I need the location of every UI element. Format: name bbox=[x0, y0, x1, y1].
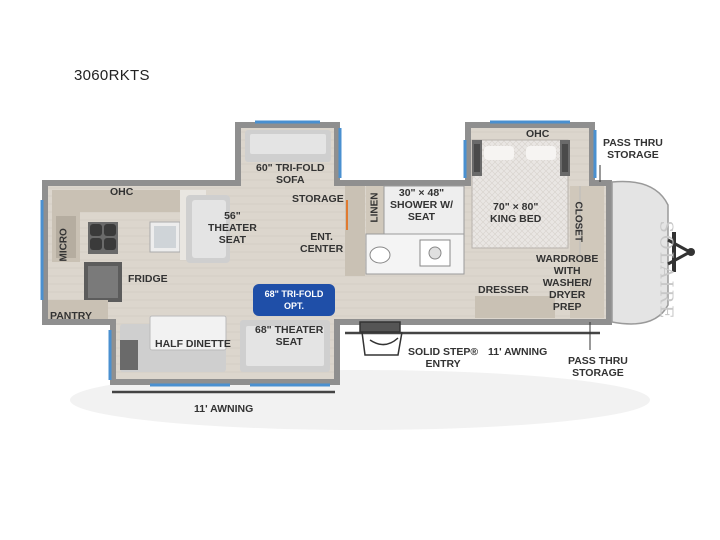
label-storage: STORAGE bbox=[292, 193, 344, 205]
theater-68-line2: SEAT bbox=[275, 336, 303, 348]
opt-line2: OPT. bbox=[283, 301, 304, 311]
label-wardrobe: WARDROBE WITH WASHER/ DRYER PREP bbox=[536, 253, 598, 313]
wardrobe-line4: DRYER bbox=[549, 289, 586, 301]
pass-thru-bottom-line1: PASS THRU bbox=[568, 355, 628, 367]
opt-line1: 68" TRI-FOLD bbox=[264, 289, 324, 299]
dresser bbox=[475, 296, 555, 318]
label-linen: LINEN bbox=[369, 192, 381, 223]
bathroom bbox=[365, 185, 465, 275]
theater-56-line3: SEAT bbox=[218, 234, 247, 246]
bed-line1: 70" × 80" bbox=[493, 201, 539, 213]
ent-center bbox=[345, 186, 365, 276]
label-dresser: DRESSER bbox=[478, 284, 529, 296]
theater-seat-56 bbox=[186, 195, 230, 263]
wardrobe-line5: PREP bbox=[552, 301, 582, 313]
ent-line1: ENT. bbox=[310, 231, 333, 243]
brand-logo: SOLAIRE bbox=[655, 220, 677, 321]
wardrobe-line3: WASHER/ bbox=[542, 277, 592, 289]
model-name: 3060RKTS bbox=[74, 67, 150, 84]
pass-thru-top-line2: STORAGE bbox=[607, 149, 659, 161]
tri-fold-option-badge: 68" TRI-FOLD OPT. bbox=[253, 284, 335, 316]
label-micro: MICRO bbox=[58, 228, 70, 262]
wardrobe-line1: WARDROBE bbox=[536, 253, 599, 265]
solid-step-entry bbox=[359, 321, 403, 356]
theater-68-line1: 68" THEATER bbox=[255, 324, 324, 336]
theater-56-line2: THEATER bbox=[208, 222, 257, 234]
label-ohc-right: OHC bbox=[526, 128, 550, 140]
label-awning-bottom: 11' AWNING bbox=[194, 403, 254, 415]
solid-step-line1: SOLID STEP® bbox=[408, 346, 479, 358]
theater-56-line1: 56" bbox=[224, 210, 241, 222]
ent-line2: CENTER bbox=[300, 243, 344, 255]
label-theater-56: 56" THEATER SEAT bbox=[208, 210, 257, 246]
label-shower: 30" × 48" SHOWER W/ SEAT bbox=[390, 187, 453, 223]
sofa-line2: SOFA bbox=[275, 174, 305, 186]
theater-seat-68 bbox=[240, 320, 330, 372]
front-cap bbox=[611, 180, 695, 325]
half-dinette bbox=[120, 315, 227, 372]
pass-thru-top-line1: PASS THRU bbox=[603, 137, 663, 149]
label-pass-thru-top: PASS THRU STORAGE bbox=[603, 137, 663, 161]
tri-fold-sofa bbox=[245, 130, 331, 162]
label-pass-thru-bottom: PASS THRU STORAGE bbox=[568, 355, 628, 379]
shower-line1: 30" × 48" bbox=[398, 187, 445, 199]
label-fridge: FRIDGE bbox=[128, 273, 168, 285]
label-closet: CLOSET bbox=[572, 201, 584, 243]
windows bbox=[40, 120, 597, 387]
sofa-line1: 60" TRI-FOLD bbox=[256, 162, 325, 174]
pass-thru-bottom-line2: STORAGE bbox=[572, 367, 624, 379]
solid-step-line2: ENTRY bbox=[425, 358, 461, 370]
label-ent-center: ENT. CENTER bbox=[300, 231, 343, 255]
label-solid-step-entry: SOLID STEP® ENTRY bbox=[408, 346, 478, 370]
shower-line2: SHOWER W/ bbox=[390, 199, 453, 211]
shower-line3: SEAT bbox=[407, 211, 436, 223]
label-sofa: 60" TRI-FOLD SOFA bbox=[256, 162, 325, 186]
wardrobe bbox=[570, 256, 604, 318]
label-pantry: PANTRY bbox=[50, 310, 92, 322]
label-king-bed: 70" × 80" KING BED bbox=[490, 201, 541, 225]
wardrobe-line2: WITH bbox=[553, 265, 581, 277]
closet bbox=[570, 186, 604, 256]
label-half-dinette: HALF DINETTE bbox=[155, 338, 231, 350]
label-ohc-left: OHC bbox=[110, 186, 134, 198]
pantry bbox=[48, 300, 108, 319]
king-bed bbox=[471, 139, 570, 249]
bed-line2: KING BED bbox=[490, 213, 542, 225]
label-awning-right: 11' AWNING bbox=[488, 346, 548, 358]
label-theater-68: 68" THEATER SEAT bbox=[255, 324, 323, 348]
